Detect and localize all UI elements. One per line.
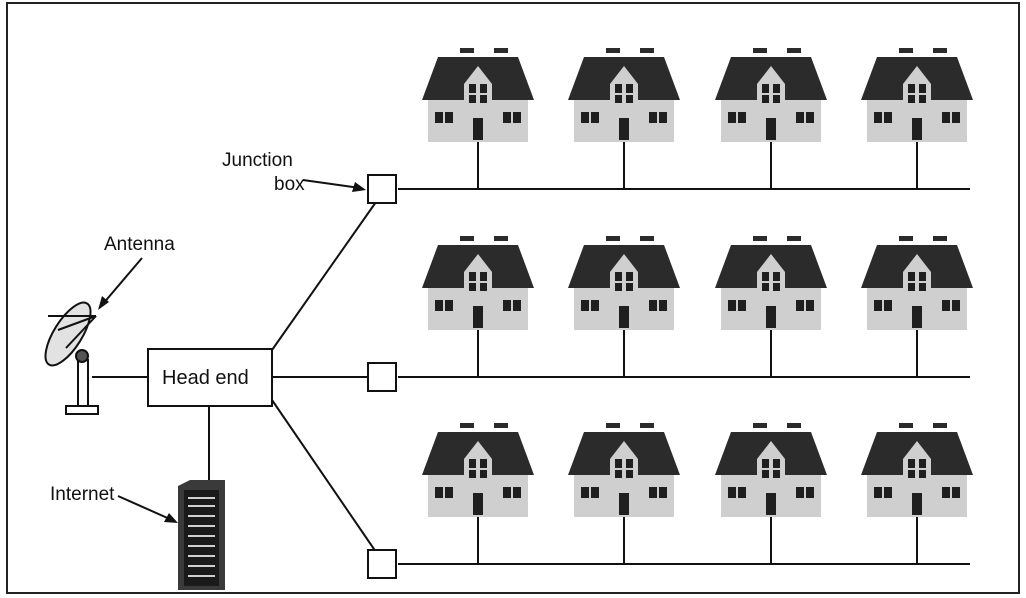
junction-box-label-line2: box [274, 174, 305, 195]
junction-box-2 [367, 362, 397, 392]
house-icon [861, 236, 973, 330]
houses [422, 48, 973, 517]
house-icon [715, 236, 827, 330]
house-icon [568, 423, 680, 517]
diagram-frame [6, 2, 1020, 594]
head-end-label: Head end [162, 367, 249, 389]
server-rack-icon [178, 480, 225, 590]
drop-cables [477, 140, 918, 564]
junction-box-label-line1: Junction [222, 150, 293, 171]
trunk-cables [92, 201, 377, 553]
trunk-to-junction-3 [271, 399, 377, 553]
junction-boxes [367, 174, 397, 579]
house-icon [568, 236, 680, 330]
house-icon [422, 423, 534, 517]
internet-label: Internet [50, 484, 115, 505]
junction-box-3 [367, 549, 397, 579]
house-icon [422, 48, 534, 142]
house-icon [861, 423, 973, 517]
antenna-label: Antenna [104, 234, 175, 255]
house-icon [715, 423, 827, 517]
house-icon [861, 48, 973, 142]
junction-arrow [302, 179, 361, 189]
house-icon [715, 48, 827, 142]
annotation-arrows [101, 179, 361, 521]
junction-box-1 [367, 174, 397, 204]
antenna-arrow [101, 257, 143, 306]
head-end-box [147, 348, 273, 407]
internet-arrow [117, 495, 173, 521]
street-cables [398, 188, 970, 565]
arrowheads [98, 182, 366, 523]
house-icon [422, 236, 534, 330]
satellite-dish-icon [44, 301, 99, 415]
house-icon [568, 48, 680, 142]
trunk-to-junction-1 [271, 201, 377, 351]
